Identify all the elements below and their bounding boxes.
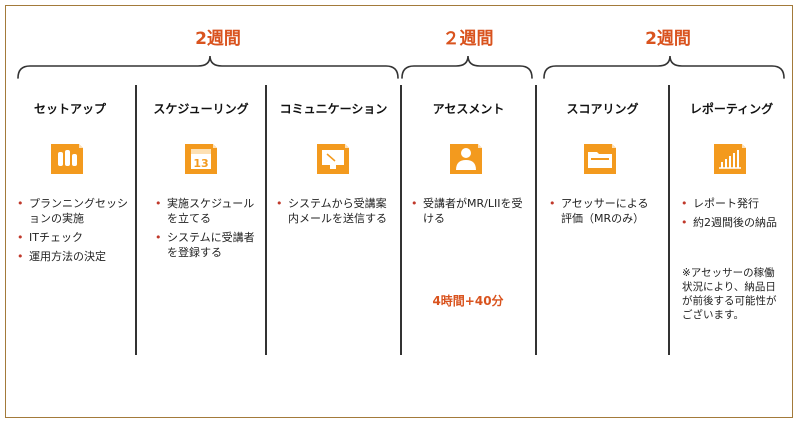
phase-items-assessment: 受講者がMR/LIIを受ける (410, 196, 528, 230)
phase-items-setup: プランニングセッションの実施 ITチェック 運用方法の決定 (16, 196, 134, 268)
phase-title-setup: セットアップ (33, 102, 106, 116)
phase-title-assessment: アセスメント (432, 102, 505, 116)
list-item: ITチェック (16, 230, 134, 245)
timeline-braces (17, 55, 785, 79)
phase-title-scoring: スコアリング (566, 102, 639, 116)
brace-assessment (401, 55, 533, 79)
list-item: 運用方法の決定 (16, 249, 134, 264)
phase-title-communication: コミュニケーション (279, 102, 388, 116)
diagram-frame (5, 5, 793, 418)
duration-label-assessment: ２週間 (442, 29, 494, 49)
assessment-time: 4時間+40分 (432, 294, 504, 308)
column-divider (135, 85, 137, 355)
duration-label-scoring: 2週間 (645, 29, 691, 49)
phase-title-reporting: レポーティング (689, 102, 774, 116)
calendar-day: 13 (193, 157, 208, 170)
phase-items-scoring: アセッサーによる評価（MRのみ） (548, 196, 656, 230)
monitor-icon (317, 144, 349, 174)
column-divider (265, 85, 267, 355)
list-item: レポート発行 (680, 196, 785, 211)
phase-items-scheduling: 実施スケジュールを立てる システムに受講者を登録する (154, 196, 262, 264)
list-item: システムから受講案内メールを送信する (275, 196, 390, 226)
list-item: 受講者がMR/LIIを受ける (410, 196, 528, 226)
list-item: アセッサーによる評価（MRのみ） (548, 196, 656, 226)
person-icon (450, 144, 482, 174)
column-divider (400, 85, 402, 355)
column-divider (668, 85, 670, 355)
column-divider (535, 85, 537, 355)
reporting-note: ※アセッサーの稼働状況により、納品日が前後する可能性がございます。 (682, 267, 777, 321)
folder-icon (584, 144, 616, 174)
phase-title-scheduling: スケジューリング (153, 102, 249, 116)
list-item: システムに受講者を登録する (154, 230, 262, 260)
report-chart-icon (714, 144, 746, 174)
tools-icon (51, 144, 83, 174)
list-item: 実施スケジュールを立てる (154, 196, 262, 226)
brace-setup (17, 55, 399, 79)
list-item: 約2週間後の納品 (680, 215, 785, 230)
duration-label-setup: 2週間 (195, 29, 241, 49)
calendar-icon: 13 (185, 144, 217, 174)
brace-scoring (543, 55, 785, 79)
phase-items-communication: システムから受講案内メールを送信する (275, 196, 390, 230)
phase-items-reporting: レポート発行 約2週間後の納品 (680, 196, 785, 234)
list-item: プランニングセッションの実施 (16, 196, 134, 226)
